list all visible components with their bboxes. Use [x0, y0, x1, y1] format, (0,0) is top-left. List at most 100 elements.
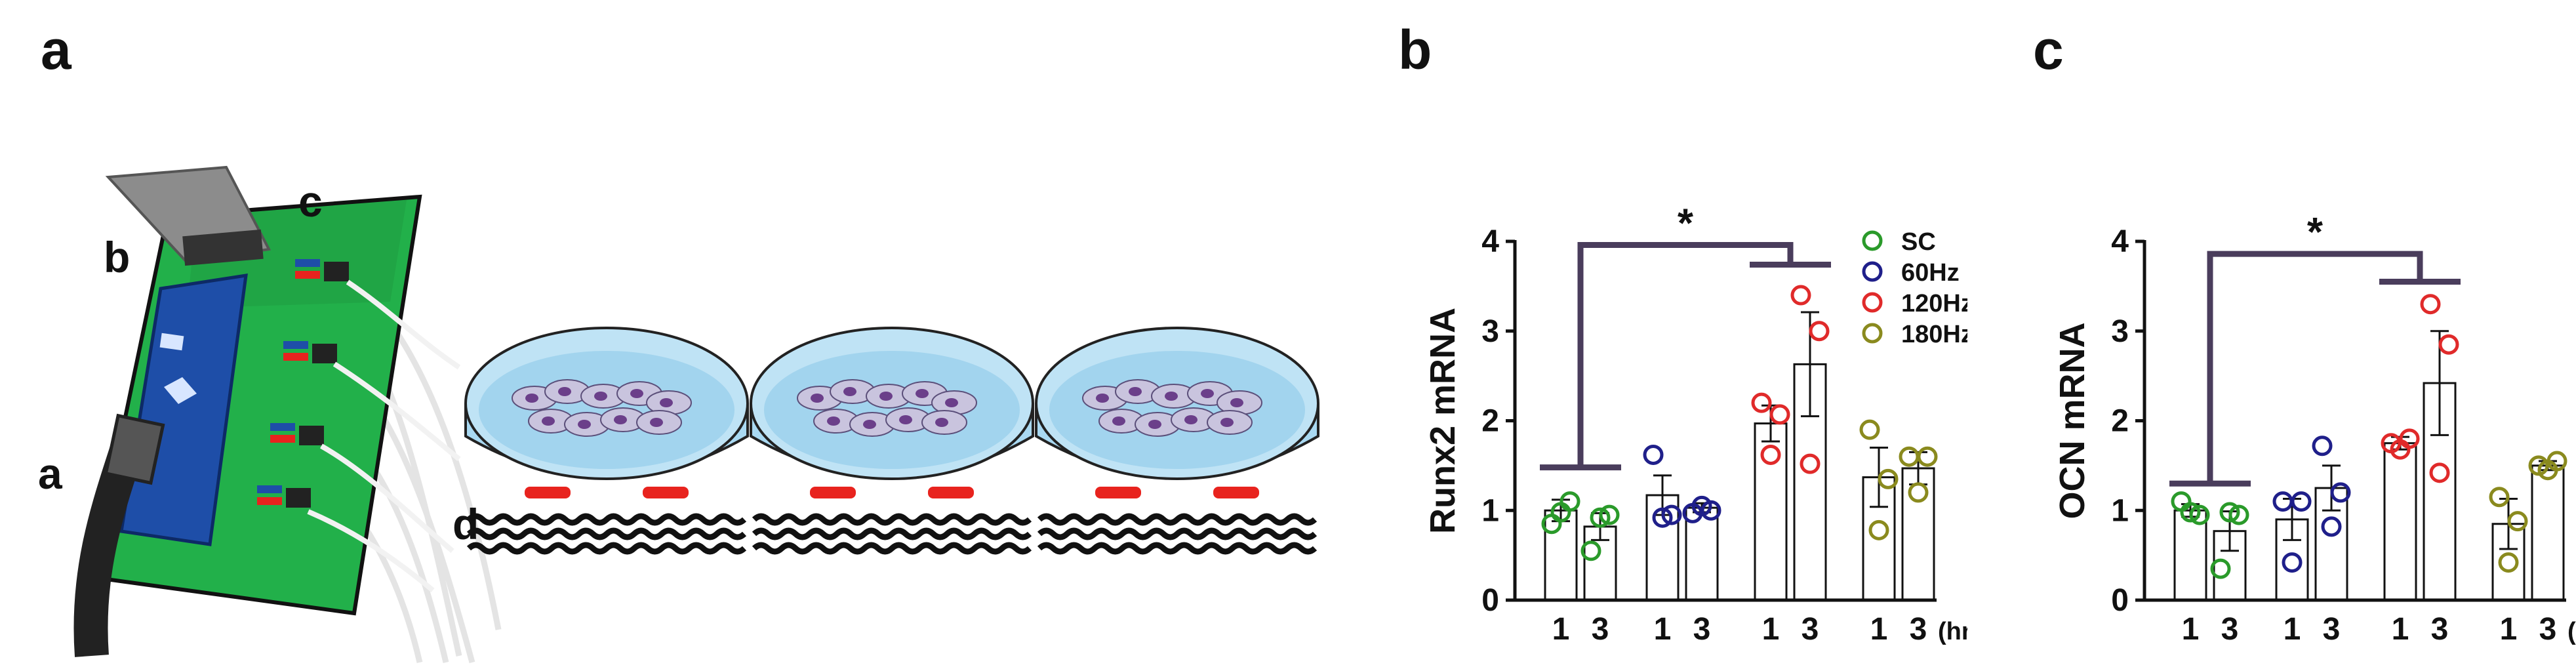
legend-label: 60Hz [1901, 259, 1960, 287]
x-tick-label: 1 [1762, 612, 1780, 647]
y-tick-label: 4 [2111, 224, 2129, 259]
data-point [2219, 502, 2240, 523]
data-point [1590, 507, 1611, 528]
cell-nucleus [1230, 398, 1243, 407]
wave-line [466, 513, 747, 526]
data-point [2272, 491, 2293, 512]
legend-label: 180Hz [1901, 321, 1967, 348]
cell-nucleus [1220, 418, 1234, 427]
bar [2383, 442, 2417, 601]
x-tick-label: 1 [1552, 612, 1570, 647]
cell-nucleus [542, 416, 555, 426]
data-point [1868, 519, 1889, 540]
data-point [1769, 404, 1790, 425]
y-tick-label: 4 [1481, 224, 1499, 259]
magnet-pad [810, 487, 856, 498]
device-label-c: c [298, 177, 323, 226]
magnet-pad [525, 487, 571, 498]
data-point [1599, 504, 1620, 525]
cell-nucleus [558, 387, 571, 396]
wave-line [466, 527, 747, 540]
x-tick-label: 3 [2539, 612, 2557, 647]
data-point [2180, 502, 2201, 523]
circuit-board [73, 165, 422, 657]
data-point [1908, 482, 1929, 503]
x-tick-label: 3 [1693, 612, 1711, 647]
cell-nucleus [660, 398, 673, 407]
x-tick-label: 3 [2431, 612, 2449, 647]
data-point [2420, 294, 2441, 315]
data-point [1800, 453, 1821, 474]
cell-nucleus [594, 392, 607, 401]
cell-nucleus [1129, 387, 1142, 396]
data-point [2489, 487, 2510, 508]
cell-nucleus [935, 418, 948, 427]
data-point [1878, 468, 1899, 489]
legend-marker [1862, 230, 1883, 251]
wave-line [1037, 542, 1318, 555]
wave-line [1037, 527, 1318, 540]
data-point [1661, 504, 1682, 525]
data-point [2228, 504, 2249, 525]
legend-marker [1862, 323, 1883, 344]
data-point [1560, 491, 1580, 512]
data-point [1691, 495, 1712, 516]
cell-nucleus [525, 394, 538, 403]
x-tick-label: 1 [1870, 612, 1888, 647]
wave-line [752, 527, 1032, 540]
x-unit-label: (hr) [1938, 618, 1967, 645]
significance-bracket [2207, 251, 2423, 484]
data-point [2189, 504, 2210, 525]
board-chips [257, 259, 349, 508]
cell-nucleus [827, 416, 840, 426]
cell-nucleus [1201, 389, 1214, 398]
wave-line [752, 542, 1032, 555]
x-tick-label: 1 [2284, 612, 2301, 647]
cell-nucleus [1096, 394, 1109, 403]
culture-dishes [464, 327, 1319, 555]
x-tick-label: 1 [2500, 612, 2518, 647]
data-point [2282, 552, 2303, 573]
x-tick-label: 3 [2221, 612, 2239, 647]
x-tick-label: 3 [2323, 612, 2341, 647]
data-point [1580, 540, 1601, 561]
wave-line [752, 513, 1032, 526]
cell-nucleus [916, 389, 929, 398]
data-point [1652, 507, 1673, 528]
x-tick-label: 3 [1592, 612, 1609, 647]
significance-bracket [1577, 241, 1794, 468]
bar [2531, 464, 2565, 601]
device-label-b: b [104, 233, 130, 281]
cell-nucleus [614, 415, 627, 424]
data-point [1859, 419, 1880, 440]
y-tick-label: 3 [2111, 314, 2129, 349]
wave-line [466, 542, 747, 555]
data-point [1643, 444, 1664, 465]
cell-nucleus [945, 398, 958, 407]
significance-star: * [1678, 201, 1694, 246]
x-unit-label: (hr) [2567, 618, 2576, 645]
y-tick-label: 0 [2111, 583, 2129, 618]
legend-marker [1862, 261, 1883, 282]
culture-dish [464, 327, 749, 555]
data-point [1809, 321, 1830, 342]
data-point [1899, 446, 1920, 467]
x-tick-label: 1 [1654, 612, 1672, 647]
data-point [2171, 491, 2192, 512]
y-axis-label: Runx2 mRNA [1423, 308, 1462, 534]
data-point [2537, 460, 2558, 481]
data-point [1550, 502, 1571, 523]
cell-nucleus [863, 420, 876, 429]
cell-nucleus [1148, 420, 1161, 429]
bar [1754, 422, 1788, 601]
cell-nucleus [630, 389, 643, 398]
data-point [2507, 511, 2528, 532]
y-tick-label: 1 [1481, 493, 1499, 528]
y-tick-label: 2 [1481, 404, 1499, 439]
culture-dish [1035, 327, 1319, 555]
significance-star: * [2307, 210, 2324, 255]
cell-nucleus [843, 387, 856, 396]
cell-nucleus [811, 394, 824, 403]
panel-label-c: c [2033, 19, 2064, 81]
data-point [1917, 446, 1938, 467]
